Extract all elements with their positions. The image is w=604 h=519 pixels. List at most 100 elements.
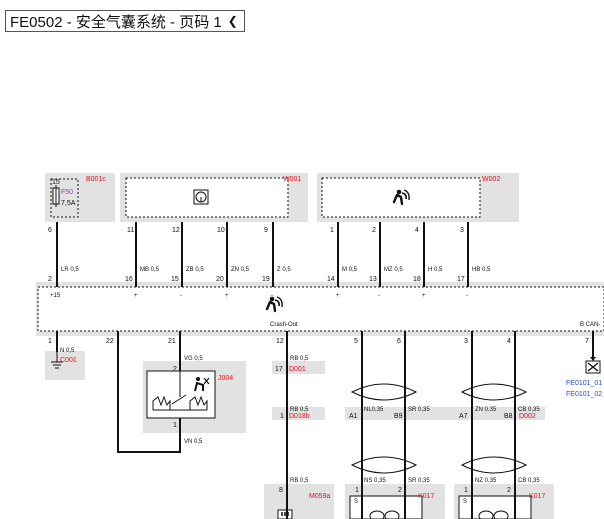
pin-ecu-bottom: 12 <box>276 338 284 345</box>
ecu-sign: - <box>180 293 182 299</box>
c001-id[interactable]: C001 <box>60 357 77 364</box>
d018b-pin: 1 <box>280 413 284 420</box>
pin-top: 11 <box>127 227 134 234</box>
pin-ecu-bottom: 7 <box>585 338 589 345</box>
pin-ecu-bottom: 22 <box>106 338 114 345</box>
wire-label: ZN 0,35 <box>475 407 497 413</box>
wire-label: HB 0,5 <box>472 267 491 273</box>
wire-label: SR 0,35 <box>408 407 430 413</box>
ecu-sign: + <box>134 293 138 299</box>
ecu-sign: + <box>336 293 340 299</box>
c001-box[interactable] <box>45 351 85 380</box>
pin-ecu-top: 16 <box>125 276 133 283</box>
ecu-sign: + <box>422 293 426 299</box>
d001-box[interactable] <box>272 361 325 374</box>
wire-label: Z 0,5 <box>277 267 291 273</box>
ecu-sign: - <box>378 293 380 299</box>
link-fe0101-02[interactable]: FE0101_02 <box>566 391 602 398</box>
page-selector-dropdown[interactable]: FE0502 - 安全气囊系统 - 页码 1 ❮ <box>5 10 245 32</box>
wire-label: NS 0,35 <box>364 478 386 484</box>
page-link-icon[interactable] <box>585 357 601 374</box>
pin-top: 10 <box>217 227 225 234</box>
pin-ecu-top: 18 <box>413 276 421 283</box>
ground-icon <box>51 352 63 369</box>
pin-top: 12 <box>172 227 180 234</box>
j004-pin: 1 <box>173 422 177 429</box>
pin-top: 2 <box>372 227 376 234</box>
ecu-sign: - <box>466 293 468 299</box>
fuse-icon <box>52 185 60 207</box>
d002-box[interactable] <box>345 407 545 420</box>
wire-label: MZ 0,5 <box>384 267 403 273</box>
k017-left-id[interactable]: K017 <box>418 493 434 500</box>
pin-top: 1 <box>330 227 334 234</box>
k017-pin: 1 <box>355 487 359 494</box>
k017-pin: 2 <box>507 487 511 494</box>
wire-label: M 0,5 <box>342 267 358 273</box>
k017-pin: 2 <box>398 487 402 494</box>
page-title: FE0502 - 安全气囊系统 - 页码 1 <box>10 13 222 31</box>
ecu-plus15-label: +15 <box>50 293 61 299</box>
d002-id[interactable]: D002 <box>519 413 536 420</box>
wire-label: CB 0,35 <box>518 407 540 413</box>
pin-ecu-bottom: 5 <box>354 338 358 345</box>
m059a-pin: 8 <box>279 487 283 494</box>
link-fe0101-01[interactable]: FE0101_01 <box>566 380 602 387</box>
m059a-id[interactable]: M059a <box>309 493 331 500</box>
pin-ecu-bottom: 4 <box>507 338 511 345</box>
connector-pin: A1 <box>349 413 358 420</box>
k017-s-label: S <box>354 499 358 505</box>
steering-wheel-icon <box>193 189 209 205</box>
d001-id[interactable]: D001 <box>289 366 306 373</box>
fuse-rating: 7,5A <box>61 200 76 207</box>
b001c-pin-label: 15 <box>52 179 60 186</box>
b001c-id[interactable]: B001c <box>86 176 106 183</box>
ecu-sign: - <box>271 293 273 299</box>
fuse-label: F50 <box>61 189 73 196</box>
chevron-down-icon: ❮ <box>227 14 238 28</box>
pin-top: 6 <box>48 227 52 234</box>
wire-label: CB 0,35 <box>518 478 540 484</box>
k017-right-id[interactable]: K017 <box>529 493 545 500</box>
pin-ecu-top: 15 <box>171 276 179 283</box>
d018b-id[interactable]: D018b <box>289 413 310 420</box>
j004-pin: 2 <box>173 366 177 373</box>
ecu-crash-out-label: Crash-Out <box>270 322 298 328</box>
wire-label: NL0,35 <box>364 407 384 413</box>
pin-ecu-top: 17 <box>457 276 465 283</box>
connector-pin: B9 <box>394 413 403 420</box>
d018b-box[interactable] <box>272 407 325 420</box>
j004-id[interactable]: J004 <box>218 375 233 382</box>
pin-top: 9 <box>264 227 268 234</box>
w002-id[interactable]: W002 <box>482 176 500 183</box>
pin-ecu-top: 13 <box>369 276 377 283</box>
w001-id[interactable]: W001 <box>283 176 301 183</box>
connector-pin: B8 <box>504 413 513 420</box>
wire-label: MB 0,5 <box>140 267 160 273</box>
k017-pin: 1 <box>464 487 468 494</box>
pin-ecu-top: 19 <box>262 276 270 283</box>
ecu-bcan-label: B CAN- <box>580 322 600 328</box>
wire-label: ZB 0,5 <box>186 267 204 273</box>
pin-ecu-bottom: 6 <box>397 338 401 345</box>
d001-pin: 17 <box>275 366 283 373</box>
seat-sensor-icon <box>194 377 210 392</box>
ecu-sign: + <box>225 293 229 299</box>
wire-label: LR 0,5 <box>61 267 79 273</box>
pin-top: 4 <box>415 227 419 234</box>
pin-ecu-top: 14 <box>327 276 335 283</box>
pin-ecu-bottom: 1 <box>48 338 52 345</box>
m059a-box[interactable] <box>264 484 334 519</box>
wire-label: H 0,5 <box>428 267 443 273</box>
wire-label: NZ 0,35 <box>475 478 497 484</box>
pin-ecu-bottom: 21 <box>168 338 176 345</box>
wire-label: SR 0,35 <box>408 478 430 484</box>
pin-top: 3 <box>460 227 464 234</box>
k017-s-label: S <box>463 499 467 505</box>
connector-pin: A7 <box>459 413 468 420</box>
wire-label: VG 0,5 <box>184 356 203 362</box>
wire-label: RB 0,5 <box>290 478 309 484</box>
wire-label: ZN 0,5 <box>231 267 250 273</box>
pin-ecu-top: 2 <box>48 276 52 283</box>
